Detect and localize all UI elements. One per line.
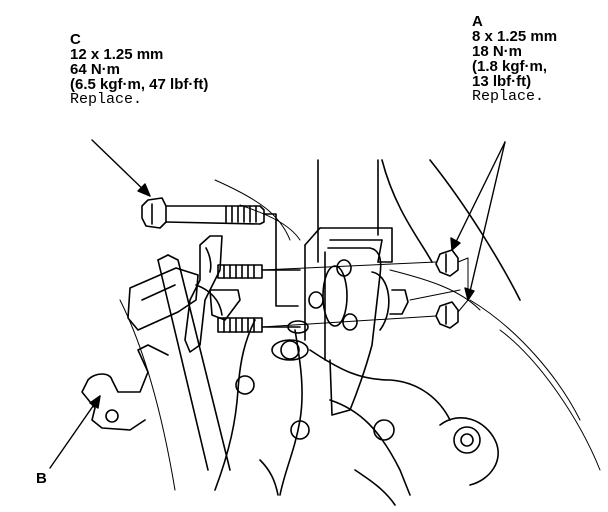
callout-c-letter: C [70, 31, 81, 48]
strut-tube [317, 159, 521, 301]
leader-lines [49, 139, 506, 469]
callout-a-torque-alt-1: (1.8 kgf·m, [472, 58, 548, 75]
callout-b-letter: B [36, 470, 47, 487]
callout-a-torque-alt-2: 13 lbf·ft) [472, 73, 532, 90]
callout-c: C 12 x 1.25 mm 64 N·m (6.5 kgf·m, 47 lbf… [70, 32, 270, 107]
callout-a: A 8 x 1.25 mm 18 N·m (1.8 kgf·m, 13 lbf·… [472, 14, 597, 104]
steering-knuckle [214, 319, 499, 506]
hub-bracket [184, 235, 241, 353]
callout-a-torque: 18 N·m [472, 43, 523, 60]
background-contours [119, 179, 601, 491]
stabilizer-link [81, 254, 231, 471]
callout-a-note: Replace. [472, 88, 545, 105]
callout-c-thread: 12 x 1.25 mm [70, 46, 164, 63]
callout-c-note: Replace. [70, 91, 143, 108]
callout-c-torque: 64 N·m [70, 61, 121, 78]
callout-a-thread: 8 x 1.25 mm [472, 28, 558, 45]
callout-a-letter: A [472, 13, 483, 30]
nuts-a [261, 249, 469, 329]
hub-studs [217, 264, 309, 334]
callout-c-torque-alt: (6.5 kgf·m, 47 lbf·ft) [70, 76, 209, 93]
bolt-c [141, 197, 299, 307]
